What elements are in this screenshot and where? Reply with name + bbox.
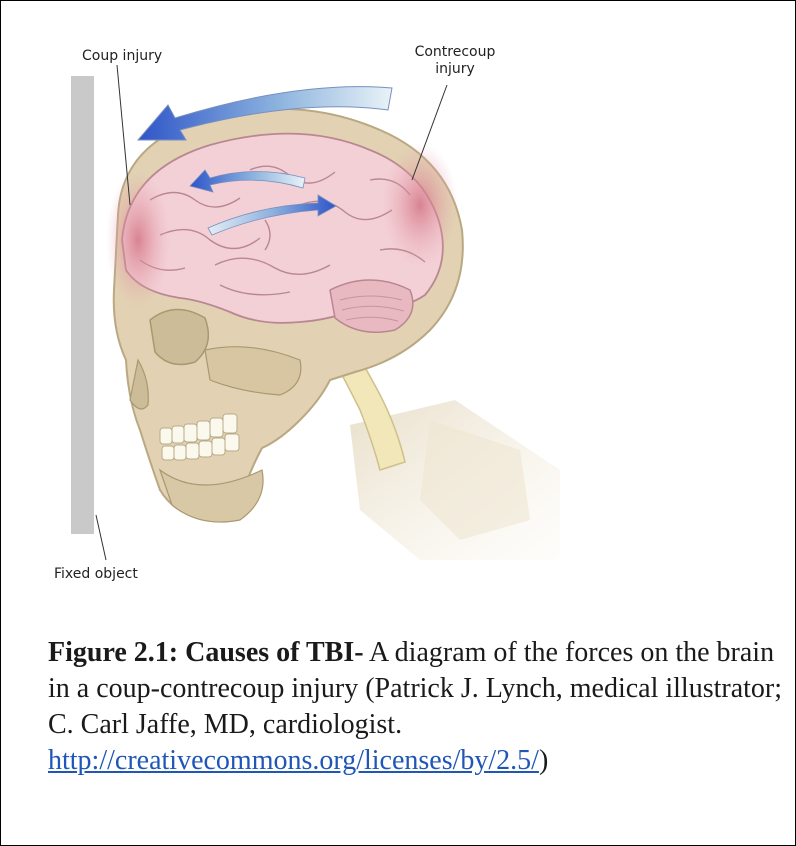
fixed-object-wall <box>71 76 94 534</box>
caption-title: Figure 2.1: Causes of TBI- <box>48 637 364 668</box>
contrecoup-label-line2: injury <box>405 61 505 78</box>
figure-caption: Figure 2.1: Causes of TBI- A diagram of … <box>48 635 788 779</box>
fixed-object-leader-line <box>96 515 106 560</box>
license-link[interactable]: http://creativecommons.org/licenses/by/2… <box>48 745 539 776</box>
contrecoup-injury-label: Contrecoup injury <box>405 44 505 78</box>
coup-contrecoup-diagram <box>0 0 796 600</box>
coup-injury-area <box>106 170 170 310</box>
coup-injury-label: Coup injury <box>82 48 162 65</box>
caption-tail: ) <box>539 745 548 776</box>
contrecoup-injury-area <box>382 143 458 267</box>
fixed-object-label: Fixed object <box>54 566 138 583</box>
contrecoup-label-line1: Contrecoup <box>405 44 505 61</box>
